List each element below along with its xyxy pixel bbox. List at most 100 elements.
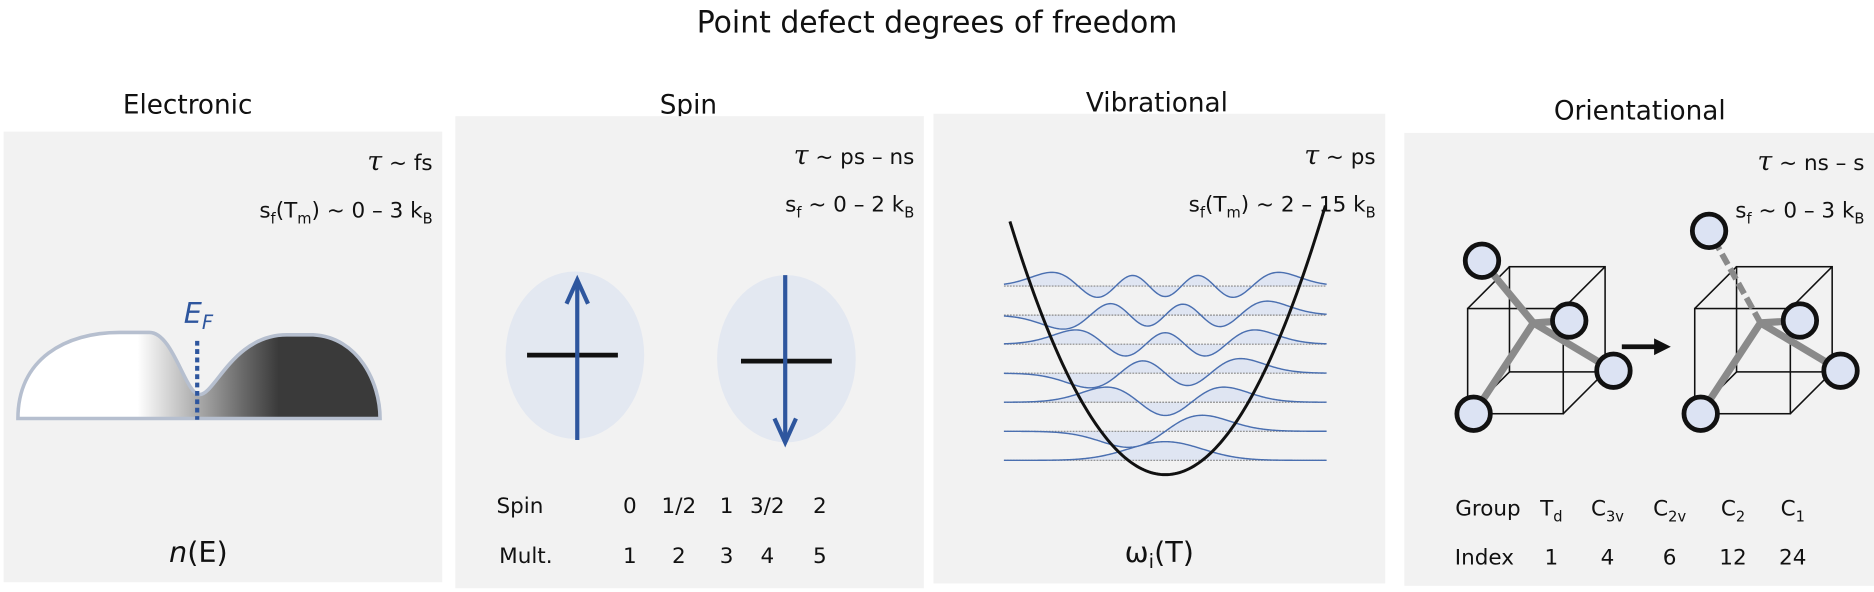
potential-well-parabola	[1008, 205, 1327, 477]
atom	[1454, 394, 1493, 433]
atom	[1821, 351, 1860, 390]
density-of-states-curve	[16, 330, 382, 421]
panel-title-orientational: Orientational	[1554, 97, 1726, 127]
spin-value: 1/2	[662, 494, 697, 519]
text-run: E	[184, 296, 203, 330]
vibrational-tau: τ ~ ps	[1304, 140, 1375, 171]
text-run: ~ 0 – 3 k	[1752, 199, 1855, 224]
subscript: f	[1200, 205, 1206, 222]
subscript: f	[796, 205, 802, 222]
point-group-value: C2	[1721, 496, 1745, 525]
index-value: 6	[1663, 545, 1677, 570]
row-label-group: Group	[1455, 496, 1520, 521]
orientational-tau: τ ~ ns – s	[1757, 146, 1864, 177]
text-run: ~ 0 – 2 k	[802, 193, 905, 218]
subscript: m	[297, 211, 311, 228]
atom	[1681, 394, 1720, 433]
orientational-sf: sf ~ 0 – 3 kB	[1735, 199, 1864, 228]
wavefunction-curve	[1003, 414, 1327, 449]
text-run: s	[259, 199, 270, 224]
wavefunction-fill	[1003, 441, 1327, 461]
multiplicity-value: 4	[760, 544, 774, 569]
panel-title-vibrational: Vibrational	[1086, 88, 1228, 118]
multiplicity-value: 2	[672, 544, 686, 569]
multiplicity-value: 3	[720, 544, 734, 569]
text-run: ω	[1125, 535, 1149, 569]
subscript: B	[1854, 211, 1864, 228]
subscript: B	[904, 205, 914, 222]
panel-title-electronic: Electronic	[123, 91, 253, 121]
text-run: ~ ps	[1319, 145, 1376, 170]
subscript: 2	[1736, 508, 1745, 525]
wavefunction-curve	[1003, 300, 1327, 330]
atom	[1462, 241, 1502, 280]
subscript: f	[1747, 211, 1753, 228]
subscript: 1	[1796, 508, 1805, 525]
wavefunction-curve	[1003, 329, 1327, 357]
multiplicity-value: 1	[623, 544, 637, 569]
wavefunction-fill	[1003, 387, 1327, 416]
index-value: 12	[1719, 545, 1746, 570]
text-run: s	[785, 193, 796, 218]
text-run: C	[1591, 496, 1606, 521]
panel-title-spin: Spin	[660, 91, 717, 121]
spin-value: 1	[720, 494, 734, 519]
text-run: ) ~ 2 – 15 k	[1241, 193, 1366, 218]
row-label-index: Index	[1455, 545, 1514, 570]
text-run: τ	[1757, 146, 1773, 177]
wavefunction-curve	[1003, 271, 1327, 299]
atom	[1780, 301, 1820, 340]
spin-sf: sf ~ 0 – 2 kB	[785, 193, 914, 222]
subscript: B	[1366, 205, 1376, 222]
fermi-level-label: EF	[184, 296, 214, 334]
text-run: ) ~ 0 – 3 k	[311, 199, 423, 224]
wavefunction-curve	[1003, 386, 1327, 417]
vibrational-sf: sf(Tm) ~ 2 – 15 kB	[1189, 193, 1376, 222]
text-run: (T	[276, 199, 298, 224]
harmonic-oscillator-diagram	[1003, 205, 1327, 477]
point-group-value: C3v	[1591, 496, 1624, 525]
multiplicity-value: 5	[813, 544, 827, 569]
point-group-value: C2v	[1653, 496, 1686, 525]
subscript: 2v	[1668, 508, 1686, 525]
index-value: 1	[1544, 545, 1558, 570]
point-group-value: C1	[1781, 496, 1805, 525]
text-run: ~ fs	[382, 151, 432, 176]
text-run: s	[1189, 193, 1200, 218]
row-label-spin: Spin	[496, 494, 543, 519]
panel-orientational	[1404, 132, 1874, 586]
subscript: i	[1149, 550, 1154, 573]
row-label-mult: Mult.	[499, 544, 552, 569]
subscript: d	[1553, 508, 1562, 525]
text-run: s	[1735, 199, 1746, 224]
text-run: C	[1721, 496, 1736, 521]
electronic-tau: τ ~ fs	[367, 146, 432, 177]
panel-vibrational	[933, 113, 1386, 584]
dos-axis-label: n(E)	[169, 535, 228, 569]
text-run: n	[169, 535, 187, 569]
subscript: m	[1227, 205, 1241, 222]
subscript: B	[423, 211, 433, 228]
text-run: (T	[1205, 193, 1227, 218]
text-run: τ	[367, 146, 383, 177]
atom	[1594, 351, 1633, 390]
wavefunction-curve	[1003, 357, 1327, 389]
atom	[1550, 301, 1589, 340]
index-value: 4	[1601, 545, 1615, 570]
atom	[1689, 211, 1729, 250]
text-run: (E)	[187, 535, 228, 569]
vibrational-axis-label: ωi(T)	[1125, 535, 1194, 573]
spin-value: 3/2	[750, 494, 785, 519]
text-run: ~ ps – ns	[809, 145, 915, 170]
spin-up-arrow-icon	[564, 274, 590, 441]
point-group-value: Td	[1539, 496, 1562, 525]
figure-title: Point defect degrees of freedom	[697, 5, 1178, 40]
text-run: T	[1539, 496, 1554, 521]
transition-arrow-icon	[1621, 338, 1671, 356]
electronic-sf: sf(Tm) ~ 0 – 3 kB	[259, 199, 432, 228]
defect-cube-tetrahedral	[1454, 241, 1633, 433]
subscript: F	[202, 311, 214, 334]
